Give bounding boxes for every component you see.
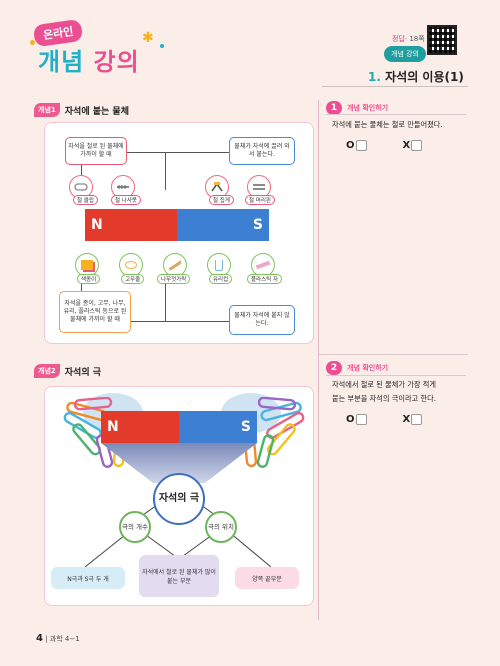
bar-magnet-n: N <box>85 209 177 241</box>
condition-box-attract: 자석을 철로 된 물체에 가까이 할 때 <box>65 137 127 165</box>
section-title: 1. 자석의 이용(1) <box>368 70 464 84</box>
divider <box>322 86 468 87</box>
answer-o: O <box>346 414 367 425</box>
bar-magnet-n: N <box>101 411 179 443</box>
pole-position-answer: 양쪽 끝부분 <box>235 567 299 589</box>
condition-box-not-attract: 자석을 종이, 고무, 나무, 유리, 플라스틱 등으로 된 물체에 가까이 할… <box>59 291 131 333</box>
answer-o-checkbox[interactable] <box>355 140 367 151</box>
bar-magnet-s: S <box>179 411 257 443</box>
magnet-pole-center: 자석의 극 <box>153 473 205 525</box>
concept1-panel: 자석을 철로 된 물체에 가까이 할 때 물체가 자석에 끌려 와서 붙는다. … <box>44 122 314 344</box>
pole-count-answer: N극과 S극 두 개 <box>51 567 125 589</box>
logo-title-sub: 강의 <box>93 48 140 76</box>
question-2-text: 자석에서 철로 된 물체가 가장 적게 붙는 부분을 자석의 극이라고 한다. <box>332 380 436 403</box>
attracted-item-label: 철 나사못 <box>111 195 141 205</box>
answer-x: X <box>403 414 423 425</box>
pole-s-label: S <box>252 217 263 233</box>
answer-x-checkbox[interactable] <box>411 414 423 425</box>
answer-o: O <box>346 140 367 151</box>
funnel <box>101 443 257 483</box>
non-attracted-item-label: 나무젓가락 <box>157 274 191 284</box>
footer: 4 | 과학 4−1 <box>36 633 80 644</box>
question-1-answers: O X <box>346 140 423 151</box>
subject-label: 과학 4−1 <box>49 635 80 643</box>
question-number: 1 <box>326 101 342 115</box>
lecture-link[interactable]: 개념 강의 <box>384 46 426 62</box>
pole-n-label: N <box>107 419 119 435</box>
concept-lecture-logo: 개념 강의 <box>38 42 140 77</box>
connector <box>121 152 231 153</box>
divider <box>326 114 466 115</box>
check-title: 개념 확인하기 <box>347 104 389 112</box>
pole-definition-answer: 자석에서 철로 된 물체가 많이 붙는 부분 <box>139 555 219 597</box>
non-attracted-item-label: 유리컵 <box>209 274 233 284</box>
concept2-header: 개념2 자석의 극 <box>34 364 101 378</box>
connector <box>165 283 166 321</box>
question-2-answers: O X <box>346 414 423 425</box>
page-number: 4 <box>36 633 43 644</box>
divider <box>326 375 466 376</box>
glass-cup-icon <box>207 253 231 277</box>
attracted-item-label: 철 머리핀 <box>245 195 275 205</box>
dot-icon <box>160 44 164 48</box>
non-attracted-item-label: 색종이 <box>77 274 101 284</box>
pole-n-label: N <box>91 217 103 233</box>
connector <box>165 152 166 190</box>
result-box-not-attract: 물체가 자석에 붙지 않는다. <box>229 305 295 335</box>
answer-page-ref: 정답· 18쪽 <box>392 35 425 43</box>
non-attracted-item-label: 플라스틱 자 <box>247 274 283 284</box>
question-number: 2 <box>326 361 342 375</box>
attracted-item-label: 철 클립 <box>73 195 98 205</box>
concept1-header: 개념1 자석에 붙는 물체 <box>34 103 129 117</box>
qr-code-icon[interactable] <box>427 25 457 55</box>
connector <box>81 283 82 291</box>
answer-o-checkbox[interactable] <box>355 414 367 425</box>
concept-tag: 개념1 <box>34 103 60 117</box>
attracted-item-label: 철 집게 <box>209 195 234 205</box>
column-divider <box>318 100 319 620</box>
question-1-text: 자석에 붙는 물체는 철로 만들어졌다. <box>332 120 443 129</box>
result-box-attract: 물체가 자석에 끌려 와서 붙는다. <box>229 137 295 165</box>
check-header-1: 1 개념 확인하기 <box>326 101 388 115</box>
bar-magnet-s: S <box>177 209 269 241</box>
concept-title: 자석의 극 <box>64 367 102 378</box>
concept-title: 자석에 붙는 물체 <box>64 106 129 117</box>
non-attracted-item-label: 고무줄 <box>121 274 145 284</box>
check-header-2: 2 개념 확인하기 <box>326 361 388 375</box>
answer-x-checkbox[interactable] <box>411 140 423 151</box>
check-title: 개념 확인하기 <box>347 364 389 372</box>
pole-position-circle: 극의 위치 <box>205 511 237 543</box>
pole-count-circle: 극의 개수 <box>119 511 151 543</box>
answer-x: X <box>403 140 423 151</box>
dot-icon <box>30 40 35 45</box>
connector <box>81 165 82 175</box>
connector <box>121 321 229 322</box>
colored-paper-icon <box>75 253 99 277</box>
concept2-panel: N S 자석의 극 극의 개수 극의 위치 N극과 S극 두 개 자석에서 철로… <box>44 386 314 606</box>
rubber-band-icon <box>119 253 143 277</box>
divider <box>318 354 468 355</box>
logo-title-main: 개념 <box>38 48 85 76</box>
concept-tag: 개념2 <box>34 364 60 378</box>
star-icon: ✱ <box>142 30 154 46</box>
chopsticks-icon <box>163 253 187 277</box>
pole-s-label: S <box>240 419 251 435</box>
